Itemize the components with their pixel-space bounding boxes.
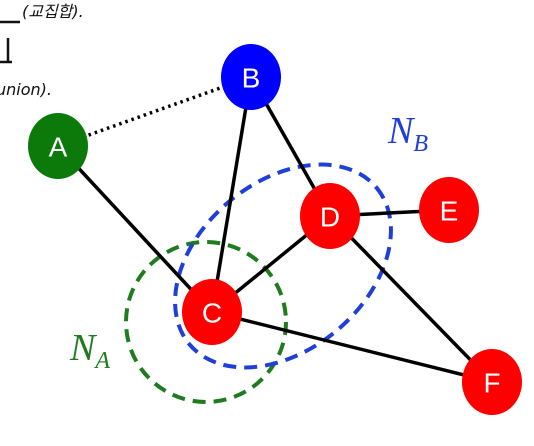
- edge-a-c: [56, 144, 214, 314]
- node-f-label: F: [483, 368, 500, 399]
- node-e-label: E: [440, 196, 459, 227]
- note-union-text: union).: [0, 80, 52, 99]
- note-intersection-text: (교집합).: [22, 2, 84, 21]
- node-b-circle: [221, 44, 281, 110]
- set-a-label-main: N: [69, 327, 98, 369]
- node-b: B: [221, 44, 281, 110]
- node-a: A: [28, 113, 88, 179]
- node-d: D: [300, 183, 360, 249]
- set-b-ring: [173, 162, 393, 370]
- node-f: F: [462, 349, 522, 415]
- edge-c-f: [210, 310, 494, 384]
- node-e-circle: [419, 177, 479, 243]
- node-a-label: A: [49, 132, 68, 163]
- edge-b-c: [210, 75, 253, 314]
- node-b-label: B: [242, 63, 261, 94]
- node-e: E: [419, 177, 479, 243]
- node-c-label: C: [202, 298, 222, 329]
- set-b-label: NB: [387, 110, 428, 157]
- node-d-label: D: [320, 202, 340, 233]
- set-b-label-sub: B: [413, 131, 428, 157]
- node-c-circle: [182, 279, 242, 345]
- set-a-ring: [124, 240, 288, 404]
- set-a-label: NA: [69, 327, 110, 374]
- set-a-label-sub: A: [93, 348, 110, 374]
- edge-a-b: [57, 75, 252, 148]
- graph-nodes: A B C D E F: [28, 44, 522, 415]
- edge-d-f: [328, 214, 494, 384]
- node-f-circle: [462, 349, 522, 415]
- set-b-label-main: N: [387, 110, 416, 152]
- node-d-circle: [300, 183, 360, 249]
- node-a-circle: [28, 113, 88, 179]
- handwritten-notes: (교집합). union).: [0, 2, 84, 99]
- node-c: C: [182, 279, 242, 345]
